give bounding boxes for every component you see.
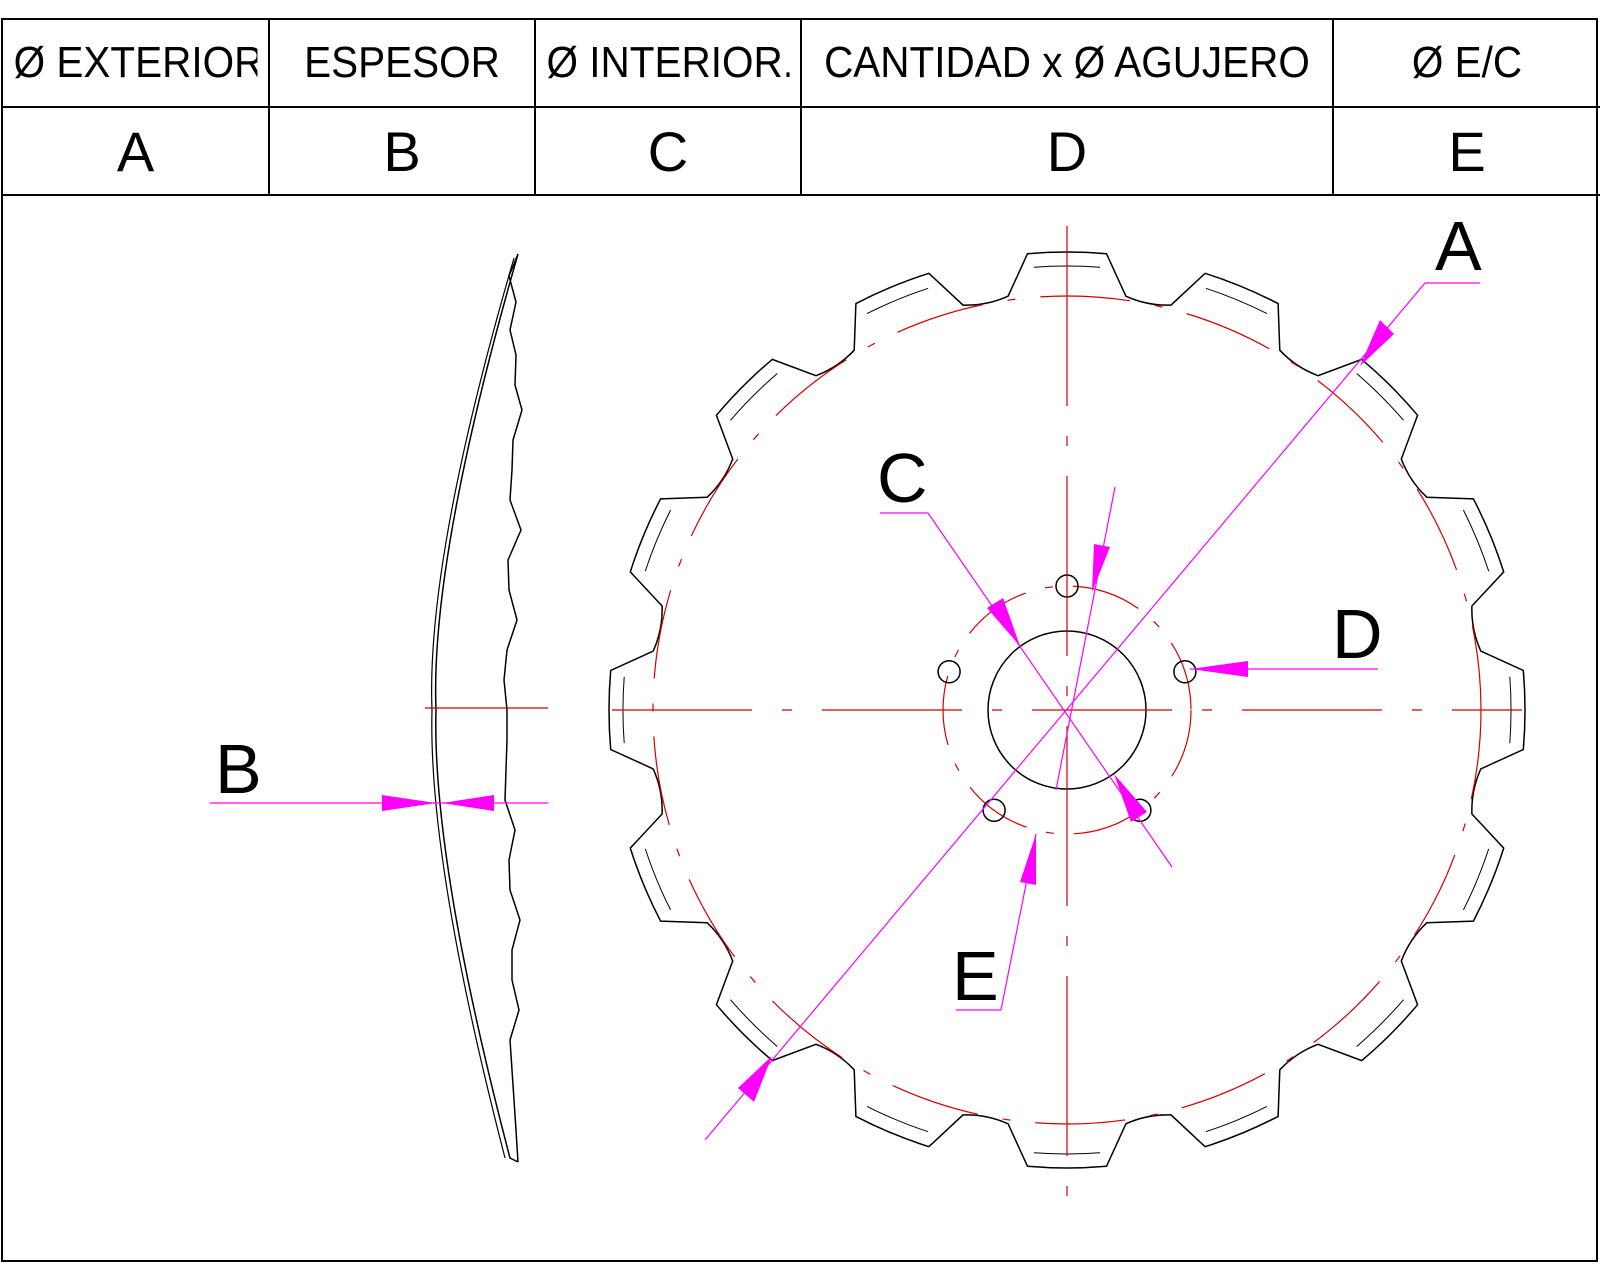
label-c: C	[877, 439, 928, 517]
letter-c: C	[535, 107, 802, 196]
dim-e-line-top	[1055, 486, 1116, 791]
dim-e-arrow-top	[1092, 544, 1110, 592]
side-profile-front	[434, 253, 519, 1163]
letter-e: E	[1333, 107, 1600, 196]
label-d: D	[1332, 595, 1383, 673]
bolt-hole	[982, 798, 1006, 823]
dim-c-arrow-top	[987, 598, 1020, 646]
letter-a: A	[3, 107, 270, 196]
dim-b-arrow-right	[442, 795, 494, 811]
header-hole-spec: CANTIDAD x Ø AGUJERO	[822, 20, 1313, 108]
dim-d-arrow	[1190, 661, 1248, 677]
header-outer-diameter: Ø EXTERIOR	[13, 20, 260, 108]
header-inner-diameter: Ø INTERIOR.	[545, 20, 792, 108]
dim-a-arrow-bottom	[738, 1056, 772, 1102]
front-view: A C D E	[608, 207, 1526, 1215]
dim-b-arrow-left	[382, 795, 436, 811]
drawing-frame: Ø EXTERIOR ESPESOR Ø INTERIOR. CANTIDAD …	[1, 18, 1600, 1262]
dim-a-arrow-top	[1360, 320, 1394, 366]
table-header-row: Ø EXTERIOR ESPESOR Ø INTERIOR. CANTIDAD …	[3, 20, 1600, 108]
table-letter-row: A B C D E	[3, 107, 1600, 196]
dim-c-arrow-bottom	[1114, 774, 1147, 822]
bolt-hole	[1173, 659, 1197, 684]
label-b: B	[215, 730, 262, 808]
header-thickness: ESPESOR	[279, 20, 526, 108]
dim-e-arrow-bottom	[1020, 834, 1036, 885]
side-profile-outline	[503, 253, 523, 1163]
side-profile-back	[431, 257, 515, 1159]
letter-b: B	[269, 107, 536, 196]
letter-d: D	[801, 107, 1334, 196]
spec-table: Ø EXTERIOR ESPESOR Ø INTERIOR. CANTIDAD …	[3, 20, 1600, 196]
label-a: A	[1435, 207, 1482, 285]
side-view: B	[210, 253, 548, 1163]
bolt-hole	[937, 659, 961, 684]
disc-outline	[608, 251, 1526, 1169]
label-e: E	[952, 937, 999, 1015]
header-bolt-circle: Ø E/C	[1343, 20, 1590, 108]
